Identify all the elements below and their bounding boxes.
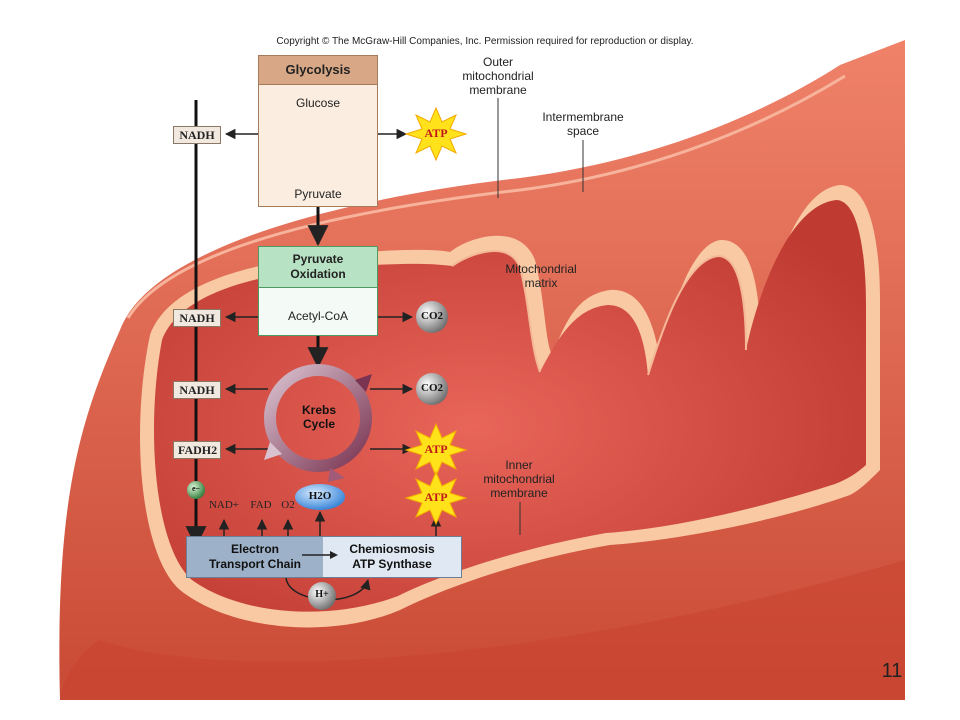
proton-label: H+ — [315, 589, 329, 600]
pyruvate-oxidation-header: Pyruvate Oxidation — [259, 247, 377, 288]
nadh-tag-pyruvate: NADH — [173, 309, 221, 327]
co2-ball-krebs — [416, 373, 448, 405]
atp-synthase-box: Chemiosmosis ATP Synthase — [323, 537, 461, 577]
nadh-tag-krebs: NADH — [173, 381, 221, 399]
co2-label-pyruvate: CO2 — [421, 310, 443, 322]
inner-membrane-label: Inner mitochondrial membrane — [483, 458, 555, 500]
atp-burst-synthase — [404, 470, 468, 526]
electron-transport-chain-label: Electron Transport Chain — [208, 542, 301, 571]
etc-panel: Electron Transport Chain Chemiosmosis AT… — [186, 536, 462, 578]
water-label: H2O — [308, 490, 332, 502]
fad-label: FAD — [250, 499, 272, 511]
atp-label-krebs: ATP — [424, 442, 448, 456]
slide-number: 11 — [881, 660, 903, 682]
outer-membrane-label: Outer mitochondrial membrane — [462, 55, 534, 97]
atp-label-glycolysis: ATP — [424, 126, 448, 140]
mitochondrial-matrix-label: Mitochondrial matrix — [505, 262, 577, 290]
glycolysis-box: Glycolysis Glucose Pyruvate — [258, 55, 378, 207]
co2-ball-pyruvate — [416, 301, 448, 333]
acetyl-coa-label: Acetyl-CoA — [287, 309, 349, 323]
glycolysis-header: Glycolysis — [259, 56, 377, 85]
pyruvate-label: Pyruvate — [294, 187, 342, 201]
krebs-cycle-label: Krebs Cycle — [301, 403, 336, 431]
oxygen-label: O2 — [281, 499, 295, 511]
fadh2-tag-krebs: FADH2 — [173, 441, 221, 459]
atp-label-synthase: ATP — [424, 490, 448, 504]
electron-transport-chain-box: Electron Transport Chain — [187, 537, 323, 577]
nadh-tag-glycolysis: NADH — [173, 126, 221, 144]
intermembrane-space-label: Intermembrane space — [542, 110, 624, 138]
nad-plus-label: NAD+ — [208, 499, 240, 511]
water-bubble — [295, 484, 345, 510]
glucose-label: Glucose — [295, 96, 341, 110]
electron-ball-1 — [187, 481, 205, 499]
proton-ball — [308, 582, 336, 610]
etc-to-synthase-arrow — [302, 551, 338, 559]
electron-label-1: e− — [191, 484, 201, 493]
pyruvate-oxidation-box: Pyruvate Oxidation Acetyl-CoA — [258, 246, 378, 336]
atp-burst-glycolysis — [404, 106, 468, 162]
krebs-cycle-arrows — [264, 364, 372, 482]
co2-label-krebs: CO2 — [421, 382, 443, 394]
copyright-text: Copyright © The McGraw-Hill Companies, I… — [276, 36, 694, 47]
atp-synthase-label: Chemiosmosis ATP Synthase — [349, 542, 435, 571]
